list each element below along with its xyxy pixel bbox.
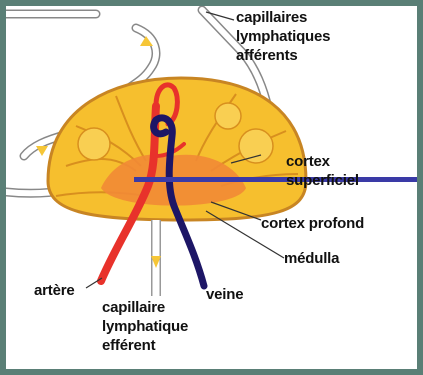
label-efferent-3: efférent	[102, 336, 155, 355]
label-afferent-2: lymphatiques	[236, 27, 330, 46]
label-veine: veine	[206, 285, 243, 304]
diagram-frame: capillaires lymphatiques afférents corte…	[6, 6, 417, 369]
cortex-pointer-bar	[134, 177, 417, 182]
label-efferent-1: capillaire	[102, 298, 165, 317]
label-superficiel: superficiel	[286, 171, 359, 190]
label-efferent-2: lymphatique	[102, 317, 188, 336]
label-cortex-profond: cortex profond	[261, 214, 364, 233]
label-medulla: médulla	[284, 249, 339, 268]
label-afferent-1: capillaires	[236, 8, 307, 27]
label-cortex: cortex	[286, 152, 330, 171]
label-artere: artère	[34, 281, 75, 300]
label-afferent-3: afférents	[236, 46, 298, 65]
